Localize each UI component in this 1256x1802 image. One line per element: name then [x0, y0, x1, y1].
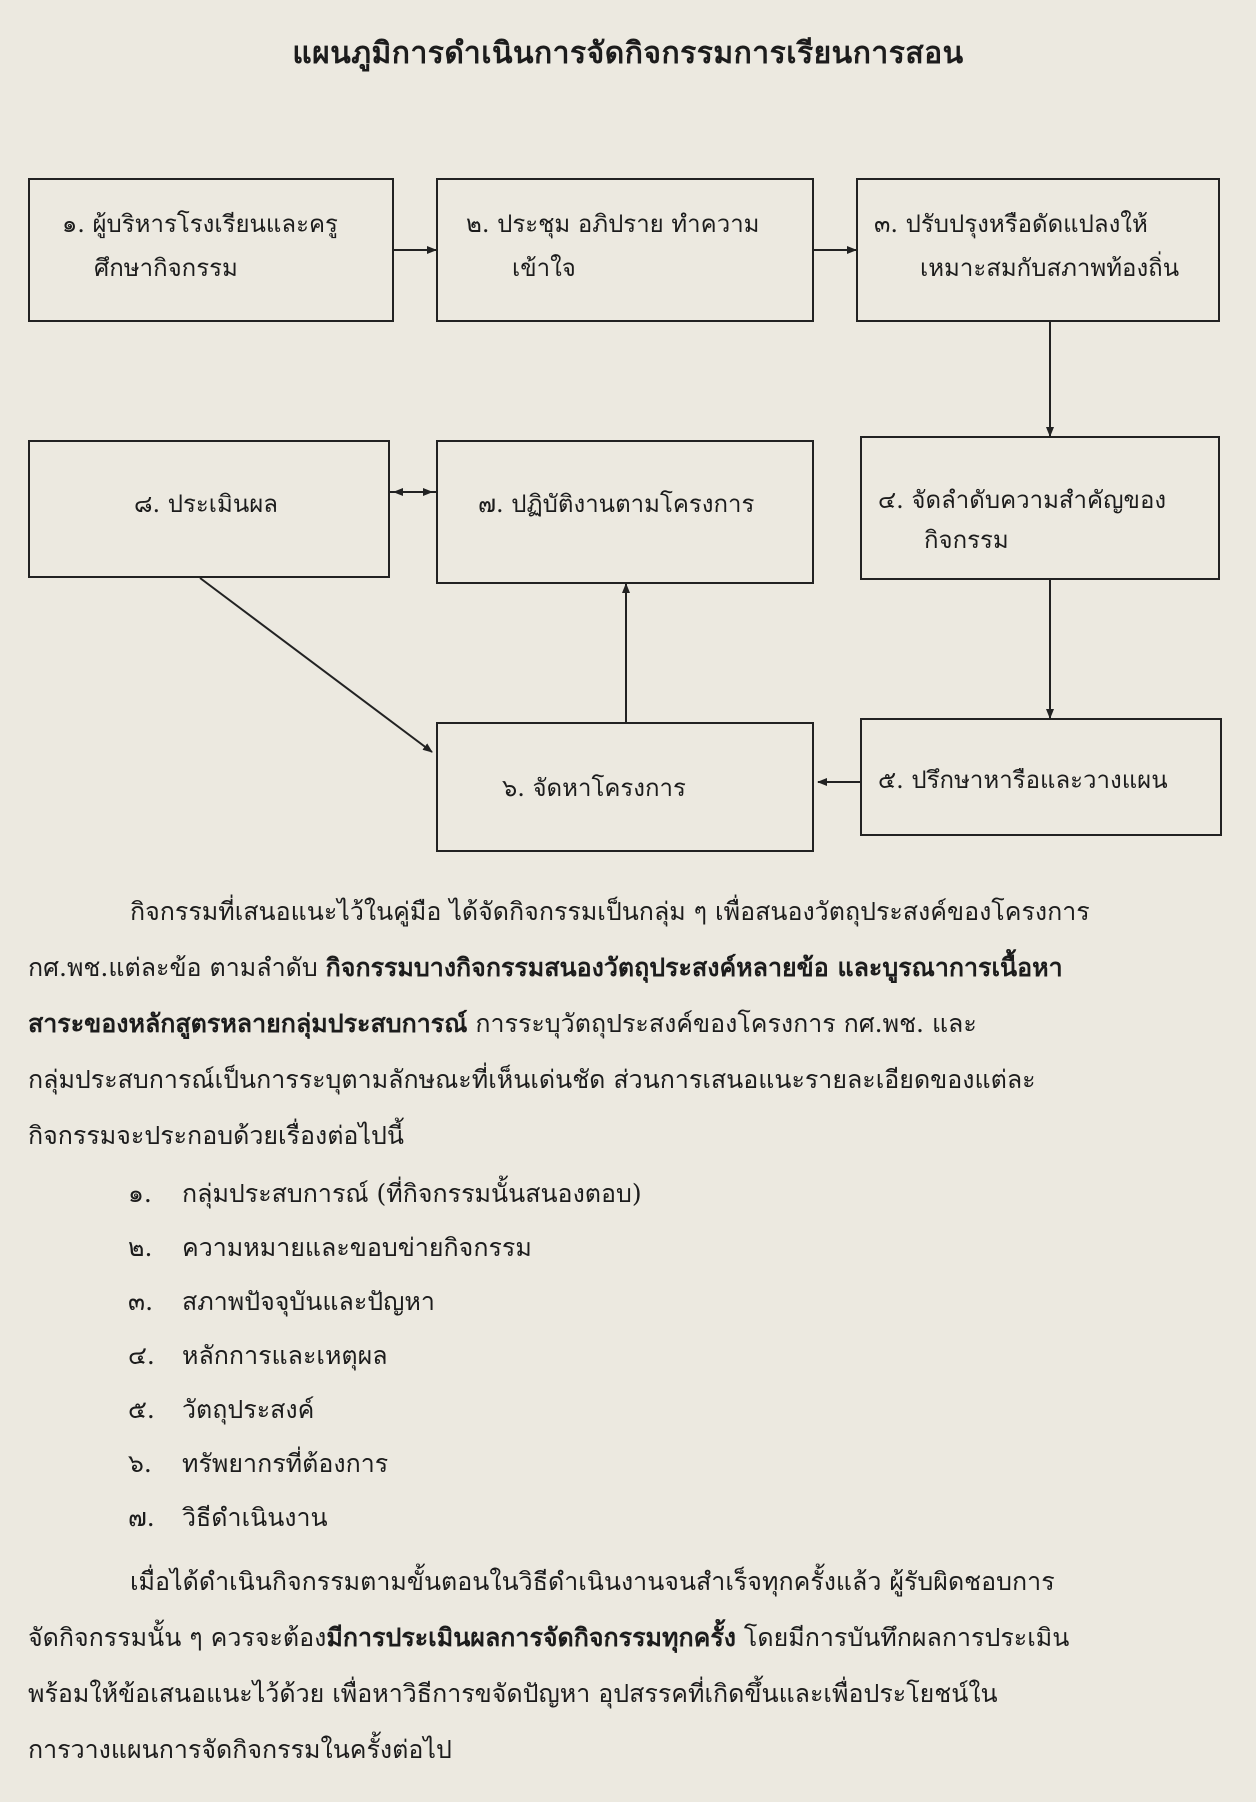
list-item: ๖. ทรัพยากรที่ต้องการ — [128, 1437, 642, 1491]
flow-box-2-line2: เข้าใจ — [512, 254, 576, 282]
flow-box-4: ๔. จัดลำดับความสำคัญของ กิจกรรม — [860, 436, 1220, 580]
list-item-text: หลักการและเหตุผล — [182, 1341, 388, 1370]
paragraph-2-line-2-start: จัดกิจกรรมนั้น ๆ ควรจะต้อง — [28, 1623, 327, 1652]
paragraph-2: เมื่อได้ดำเนินกิจกรรมตามขั้นตอนในวิธีดำเ… — [28, 1554, 1224, 1778]
paragraph-1-line-5: กิจกรรมจะประกอบด้วยเรื่องต่อไปนี้ — [28, 1121, 404, 1150]
flow-box-2-line1: ๒. ประชุม อภิปราย ทำความ — [466, 210, 760, 238]
paragraph-2-line-2-end: โดยมีการบันทึกผลการประเมิน — [735, 1623, 1070, 1652]
paragraph-1-line-1: กิจกรรมที่เสนอแนะไว้ในคู่มือ ได้จัดกิจกร… — [130, 897, 1090, 926]
flow-box-7: ๗. ปฏิบัติงานตามโครงการ — [436, 440, 814, 584]
flow-box-8: ๘. ประเมินผล — [28, 440, 390, 578]
page-title: แผนภูมิการดำเนินการจัดกิจกรรมการเรียนการ… — [292, 36, 964, 71]
flow-box-1-line2: ศึกษากิจกรรม — [94, 254, 238, 282]
paragraph-1-line-3-bold: สาระของหลักสูตรหลายกลุ่มประสบการณ์ — [28, 1009, 468, 1038]
flowchart-connectors — [199, 246, 1054, 786]
list-item: ๑. กลุ่มประสบการณ์ (ที่กิจกรรมนั้นสนองตอบ… — [128, 1167, 642, 1221]
flow-box-1: ๑. ผู้บริหารโรงเรียนและครู ศึกษากิจกรรม — [28, 178, 394, 322]
paragraph-1-line-4: กลุ่มประสบการณ์เป็นการระบุตามลักษณะที่เห… — [28, 1065, 1036, 1094]
list-item-number: ๑. — [128, 1179, 152, 1208]
paragraph-1-line-2-bold: กิจกรรมบางกิจกรรมสนองวัตถุประสงค์หลายข้อ… — [325, 953, 1063, 982]
item-list: ๑. กลุ่มประสบการณ์ (ที่กิจกรรมนั้นสนองตอบ… — [128, 1167, 642, 1545]
flow-box-5: ๕. ปรึกษาหารือและวางแผน — [860, 718, 1222, 836]
paragraph-2-line-4: การวางแผนการจัดกิจกรรมในครั้งต่อไป — [28, 1735, 452, 1764]
paragraph-2-line-3: พร้อมให้ข้อเสนอแนะไว้ด้วย เพื่อหาวิธีการ… — [28, 1679, 998, 1708]
paragraph-1-line-2-start: กศ.พช.แต่ละข้อ ตามลำดับ — [28, 953, 326, 982]
paragraph-1-line-3-end: การระบุวัตถุประสงค์ของโครงการ กศ.พช. และ — [467, 1009, 977, 1038]
list-item-text: ทรัพยากรที่ต้องการ — [182, 1449, 389, 1478]
paragraph-1: กิจกรรมที่เสนอแนะไว้ในคู่มือ ได้จัดกิจกร… — [28, 884, 1224, 1164]
flow-box-6-line1: ๖. จัดหาโครงการ — [502, 774, 686, 802]
list-item: ๒. ความหมายและขอบข่ายกิจกรรม — [128, 1221, 642, 1275]
flow-box-4-line2: กิจกรรม — [924, 526, 1009, 554]
paragraph-2-line-2-bold: มีการประเมินผลการจัดกิจกรรมทุกครั้ง — [326, 1623, 736, 1652]
paragraph-1-line-3: สาระของหลักสูตรหลายกลุ่มประสบการณ์ การระ… — [28, 996, 1224, 1052]
flow-box-3: ๓. ปรับปรุงหรือดัดแปลงให้ เหมาะสมกับสภาพ… — [856, 178, 1220, 322]
list-item-text: วัตถุประสงค์ — [182, 1395, 315, 1424]
flow-box-1-line1: ๑. ผู้บริหารโรงเรียนและครู — [62, 210, 338, 238]
list-item-number: ๖. — [128, 1449, 152, 1478]
list-item-text: ความหมายและขอบข่ายกิจกรรม — [182, 1233, 532, 1262]
list-item-number: ๗. — [128, 1503, 155, 1532]
list-item: ๔. หลักการและเหตุผล — [128, 1329, 642, 1383]
flow-box-8-line1: ๘. ประเมินผล — [134, 490, 278, 518]
flow-box-3-line1: ๓. ปรับปรุงหรือดัดแปลงให้ — [874, 210, 1148, 238]
flow-box-6: ๖. จัดหาโครงการ — [436, 722, 814, 852]
list-item: ๓. สภาพปัจจุบันและปัญหา — [128, 1275, 642, 1329]
paragraph-2-line-1: เมื่อได้ดำเนินกิจกรรมตามขั้นตอนในวิธีดำเ… — [130, 1567, 1055, 1596]
list-item-number: ๔. — [128, 1341, 155, 1370]
list-item-number: ๓. — [128, 1287, 154, 1316]
flow-box-2: ๒. ประชุม อภิปราย ทำความ เข้าใจ — [436, 178, 814, 322]
flow-box-3-line2: เหมาะสมกับสภาพท้องถิ่น — [920, 254, 1180, 282]
list-item-number: ๒. — [128, 1233, 153, 1262]
list-item-number: ๕. — [128, 1395, 155, 1424]
list-item-text: กลุ่มประสบการณ์ (ที่กิจกรรมนั้นสนองตอบ) — [182, 1179, 642, 1208]
paragraph-2-line-2: จัดกิจกรรมนั้น ๆ ควรจะต้องมีการประเมินผล… — [28, 1610, 1224, 1666]
paragraph-1-line-2: กศ.พช.แต่ละข้อ ตามลำดับ กิจกรรมบางกิจกรร… — [28, 940, 1224, 996]
flow-box-5-line1: ๕. ปรึกษาหารือและวางแผน — [878, 766, 1168, 794]
list-item: ๗. วิธีดำเนินงาน — [128, 1491, 642, 1545]
list-item: ๕. วัตถุประสงค์ — [128, 1383, 642, 1437]
flow-box-4-line1: ๔. จัดลำดับความสำคัญของ — [878, 486, 1167, 514]
list-item-text: สภาพปัจจุบันและปัญหา — [182, 1287, 435, 1316]
list-item-text: วิธีดำเนินงาน — [182, 1503, 328, 1532]
flow-box-7-line1: ๗. ปฏิบัติงานตามโครงการ — [478, 490, 755, 518]
arrow-8-to-6 — [199, 577, 433, 753]
